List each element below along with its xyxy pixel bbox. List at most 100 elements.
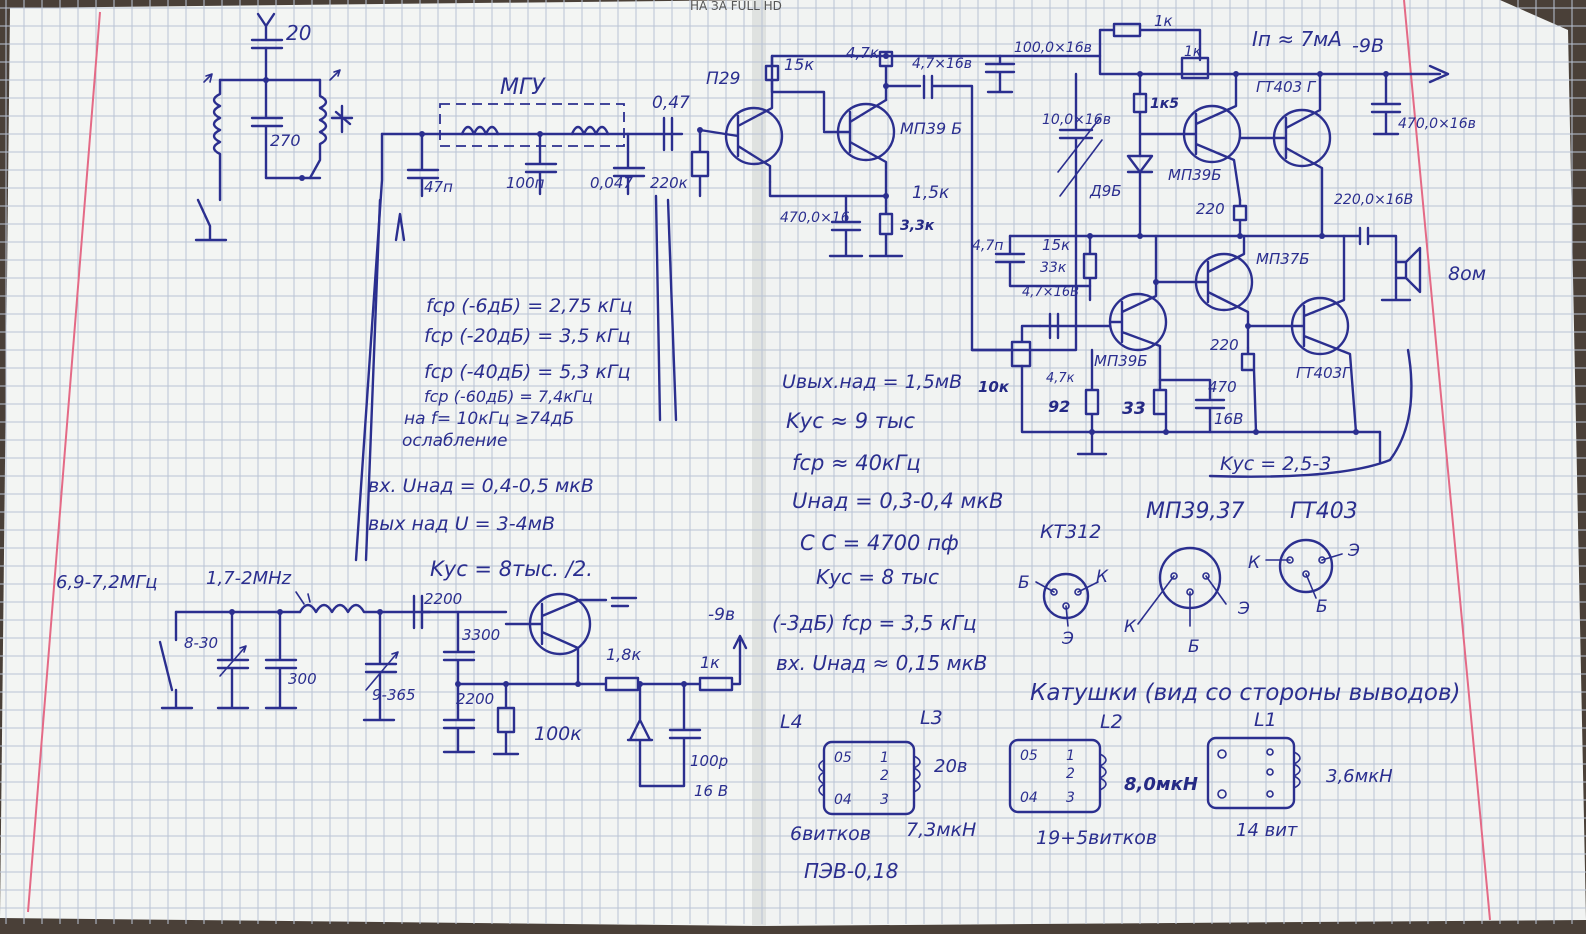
filter-cap-1: 47п — [424, 178, 453, 196]
pa-r-10k: 10к — [978, 378, 1010, 396]
osc-res-100k: 100к — [534, 723, 582, 745]
preamp-t2: МП39 Б — [900, 119, 962, 138]
osc-cap-2200: 2200 — [424, 590, 462, 608]
pa-supply-voltage: -9В — [1352, 35, 1384, 57]
coil-l3-note: 20в — [934, 756, 968, 777]
pa-r-220-a: 220 — [1196, 200, 1225, 218]
amp-spec-8: вх. Uнад ≈ 0,15 мкВ — [776, 651, 987, 675]
converter-spec-2: вых над U = 3-4мВ — [368, 513, 555, 535]
coil-l4-pin-a: 05 — [834, 750, 852, 766]
pinout-kt312-e: Э — [1061, 629, 1074, 649]
preamp-c-4-7x16: 4,7×16в — [912, 56, 972, 72]
printed-header: НА ЗА FULL HD — [690, 0, 782, 13]
pa-t-gt403-top: ГТ403 Г — [1256, 78, 1317, 96]
pinout-kt312-k: К — [1096, 567, 1109, 587]
preamp-r-4-7k: 4,7к — [846, 44, 879, 62]
coil-l4-turns: 6витков — [790, 823, 871, 845]
pa-r-33: 33 — [1122, 399, 1146, 419]
pinout-gt403-e: Э — [1347, 541, 1360, 561]
pa-gain-note: Kус = 2,5-3 — [1220, 453, 1331, 475]
amp-spec-1: Uвых.над = 1,5мВ — [782, 371, 962, 393]
osc-supply: -9в — [708, 605, 735, 625]
right-page — [760, 0, 1586, 926]
pa-c-220x16: 220,0×16В — [1334, 192, 1413, 208]
pa-r-92: 92 — [1048, 397, 1070, 416]
coil-l2-pin-3: 3 — [1066, 790, 1075, 806]
amp-spec-4: Uнад = 0,3-0,4 мкВ — [792, 489, 1003, 513]
pinout-gt403-k: К — [1248, 553, 1261, 573]
coil-l1-turns: 14 вит — [1236, 820, 1298, 841]
filter-cap-2: 100п — [506, 174, 545, 192]
coil-l4-pin-1: 1 — [880, 750, 889, 766]
pa-speaker: 8ом — [1448, 263, 1486, 285]
pinout-kt312-b: Б — [1018, 573, 1030, 593]
pinout-mp39-e: Э — [1237, 599, 1250, 619]
coil-l2-pin-b: 04 — [1020, 790, 1038, 806]
left-margin-line — [27, 11, 101, 913]
pinout-mp39-k: К — [1124, 617, 1137, 637]
coil-details: Катушки (вид со стороны выводов) L4 L3 0… — [780, 680, 1461, 883]
coil-l4-pin-3: 3 — [880, 792, 889, 808]
power-amp-section: Iп ≈ 7мА -9В 1к 100,0×16в 10,0×16в 1к 1к… — [970, 12, 1486, 478]
bias-res-label: 220к — [650, 174, 688, 192]
pinout-gt403-b: Б — [1316, 597, 1328, 617]
filter-spec-5: на f= 10кГц ≥74дБ — [404, 409, 574, 429]
pa-c-4-7x16b: 4,7×16В — [1022, 285, 1079, 300]
converter-spec-1: вх. Uнад = 0,4-0,5 мкВ — [368, 475, 594, 497]
pinout-mp39-name: МП39,37 — [1146, 499, 1245, 524]
coil-l4-pin-2: 2 — [880, 768, 889, 784]
filter-spec-3: fср (-40дБ) = 5,3 кГц — [424, 361, 631, 383]
transistor-pinouts: КТ312 Б К Э МП39,37 К Б Э ГТ403 К Э Б — [1018, 499, 1360, 657]
osc-var-cap: 9-365 — [372, 686, 416, 704]
filter-spec-4: fср (-60дБ) = 7,4кГц — [424, 387, 593, 406]
antenna-cap-label: 20 — [286, 21, 311, 45]
pa-r-1k-5: 1к5 — [1150, 96, 1179, 112]
filter-spec-2: fср (-20дБ) = 3,5 кГц — [424, 325, 631, 347]
osc-cap-2200b: 2200 — [456, 690, 494, 708]
antenna-trimmer-label: 270 — [270, 131, 301, 150]
preamp-c-470x16: 470,0×16 — [780, 210, 850, 226]
osc-trimmer: 8-30 — [184, 634, 218, 652]
coil-l2-pin-1: 1 — [1066, 748, 1075, 764]
preamp-r-1-5k: 1,5к — [912, 183, 950, 203]
pa-c-470: 470 — [1208, 378, 1237, 396]
pa-c-16v: 16В — [1214, 410, 1243, 428]
pa-t-mp39b: МП39Б — [1168, 166, 1222, 184]
osc-res-1-8k: 1,8к — [606, 645, 641, 664]
pinout-kt312-name: КТ312 — [1040, 521, 1101, 543]
preamp-r-15k: 15к — [784, 55, 814, 74]
pa-r-220-b: 220 — [1210, 336, 1239, 354]
osc-res-1k: 1к — [700, 653, 720, 672]
osc-cap-16v: 16 В — [694, 782, 728, 800]
preamp-r-3-3k: 3,3к — [900, 218, 935, 234]
left-page — [0, 0, 760, 926]
amp-spec-2: Kус ≈ 9 тыс — [786, 409, 916, 433]
pa-c-100x16: 100,0×16в — [1014, 40, 1092, 56]
pinout-mp39-b: Б — [1188, 637, 1200, 657]
osc-cap-100: 100р — [690, 752, 728, 770]
right-margin-line — [1403, 0, 1491, 921]
coil-l3-ind: 7,3мкН — [906, 819, 976, 841]
page-spine — [752, 0, 766, 926]
coil-wire: ПЭВ-0,18 — [804, 859, 898, 883]
coil-l3-name: L3 — [920, 707, 943, 729]
pa-c-10x16: 10,0×16в — [1042, 112, 1111, 128]
osc-cap-3300: 3300 — [462, 626, 500, 644]
osc-freq-range-2: 1,7-2МHz — [206, 568, 292, 589]
preamp-section: П29 15к 4,7к 4,7×16в МП39 Б 470,0×16 1,5… — [698, 44, 1002, 352]
coil-l2-pin-a: 05 — [1020, 748, 1038, 764]
coil-l1-name: L1 — [1254, 709, 1277, 731]
pa-r-1k-trim: 1к — [1184, 44, 1202, 60]
pa-t-gt403-bot: ГТ403Г — [1296, 364, 1352, 382]
amp-spec-5: С С = 4700 пф — [800, 531, 959, 555]
pinout-gt403-name: ГТ403 — [1290, 499, 1358, 524]
converter-spec-3: Kус = 8тыс. /2. — [430, 557, 593, 581]
coil-l4-pin-b: 04 — [834, 792, 852, 808]
coil-l2-name: L2 — [1100, 711, 1123, 733]
pa-diode: Д9Б — [1089, 182, 1122, 200]
antenna-input-circuit: 20 270 — [194, 12, 354, 242]
coils-caption: Катушки (вид со стороны выводов) — [1030, 680, 1461, 706]
pa-c-470-out: 470,0×16в — [1398, 116, 1476, 132]
amp-spec-6: Kус = 8 тыс — [816, 565, 939, 589]
coupling-cap-label: 0,47 — [652, 93, 690, 113]
